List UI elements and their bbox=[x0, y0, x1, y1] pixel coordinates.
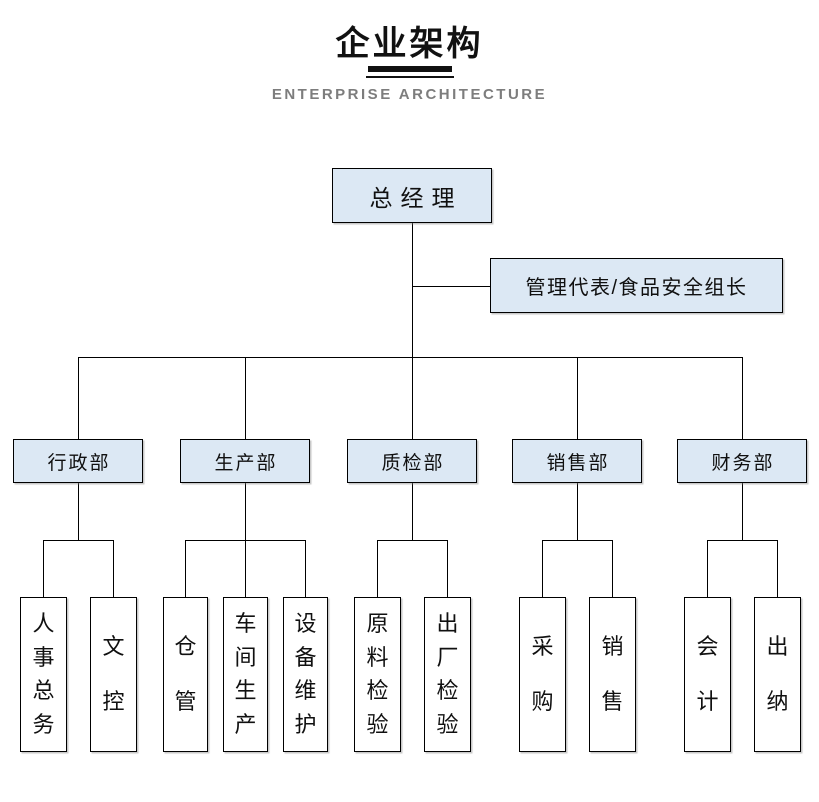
leaf-label: 车间生产 bbox=[234, 611, 257, 737]
leaf-label: 仓管 bbox=[174, 633, 197, 715]
connector-dept-drop bbox=[412, 357, 413, 439]
node-sales: 销售 bbox=[589, 597, 636, 752]
connector-group-stem bbox=[577, 483, 578, 540]
connector-leaf-drop bbox=[185, 540, 186, 597]
leaf-label: 文控 bbox=[102, 633, 125, 715]
node-dept-production: 生产部 bbox=[180, 439, 310, 483]
node-procurement: 采购 bbox=[519, 597, 566, 752]
node-outgoing-inspection: 出厂检验 bbox=[424, 597, 471, 752]
node-label: 管理代表/食品安全组长 bbox=[525, 277, 748, 299]
node-accounting: 会计 bbox=[684, 597, 731, 752]
connector-leaf-drop bbox=[777, 540, 778, 597]
connector-group-horizontal bbox=[185, 540, 306, 541]
node-label: 总经理 bbox=[369, 184, 463, 211]
leaf-label: 采购 bbox=[531, 633, 554, 715]
connector-leaf-drop bbox=[305, 540, 306, 597]
connector-group-horizontal bbox=[377, 540, 448, 541]
page-title: 企业架构 bbox=[335, 25, 484, 63]
node-general-manager: 总经理 bbox=[332, 168, 492, 223]
node-document-control: 文控 bbox=[90, 597, 137, 752]
connector-group-horizontal bbox=[542, 540, 613, 541]
node-label: 行政部 bbox=[47, 452, 111, 474]
connector-leaf-drop bbox=[707, 540, 708, 597]
connector-group-horizontal bbox=[43, 540, 114, 541]
title-underline-thick bbox=[367, 66, 452, 72]
node-warehouse: 仓管 bbox=[163, 597, 208, 752]
connector-dept-drop bbox=[742, 357, 743, 439]
node-equipment-maintenance: 设备维护 bbox=[283, 597, 328, 752]
connector-group-stem bbox=[742, 483, 743, 540]
node-label: 财务部 bbox=[711, 452, 775, 474]
node-workshop-production: 车间生产 bbox=[223, 597, 268, 752]
connector-dept-drop bbox=[78, 357, 79, 439]
node-label: 质检部 bbox=[381, 452, 445, 474]
leaf-label: 销售 bbox=[601, 633, 624, 715]
node-dept-finance: 财务部 bbox=[677, 439, 807, 483]
connector-dept-drop bbox=[245, 357, 246, 439]
connector-leaf-drop bbox=[447, 540, 448, 597]
connector-main-horizontal bbox=[78, 357, 743, 358]
node-management-rep-food-safety-leader: 管理代表/食品安全组长 bbox=[490, 258, 783, 313]
leaf-label: 人事总务 bbox=[32, 611, 55, 737]
connector-staff-branch bbox=[412, 286, 490, 287]
leaf-label: 出纳 bbox=[766, 633, 789, 715]
leaf-label: 设备维护 bbox=[294, 611, 317, 737]
node-dept-sales: 销售部 bbox=[512, 439, 642, 483]
connector-leaf-drop bbox=[612, 540, 613, 597]
leaf-label: 原料检验 bbox=[366, 611, 389, 737]
connector-group-horizontal bbox=[707, 540, 778, 541]
node-cashier: 出纳 bbox=[754, 597, 801, 752]
node-dept-admin: 行政部 bbox=[13, 439, 143, 483]
leaf-label: 会计 bbox=[696, 633, 719, 715]
node-label: 销售部 bbox=[546, 452, 610, 474]
page-subtitle: ENTERPRISE ARCHITECTURE bbox=[271, 86, 548, 103]
node-label: 生产部 bbox=[214, 452, 278, 474]
node-raw-material-inspection: 原料检验 bbox=[354, 597, 401, 752]
leaf-label: 出厂检验 bbox=[436, 611, 459, 737]
title-underline-thin bbox=[365, 76, 454, 78]
connector-group-stem bbox=[78, 483, 79, 540]
connector-leaf-drop bbox=[43, 540, 44, 597]
connector-leaf-drop bbox=[113, 540, 114, 597]
connector-group-stem bbox=[412, 483, 413, 540]
connector-dept-drop bbox=[577, 357, 578, 439]
connector-leaf-drop bbox=[542, 540, 543, 597]
connector-root-drop bbox=[412, 223, 413, 357]
connector-leaf-drop bbox=[377, 540, 378, 597]
node-dept-quality: 质检部 bbox=[347, 439, 477, 483]
node-hr-general-affairs: 人事总务 bbox=[20, 597, 67, 752]
